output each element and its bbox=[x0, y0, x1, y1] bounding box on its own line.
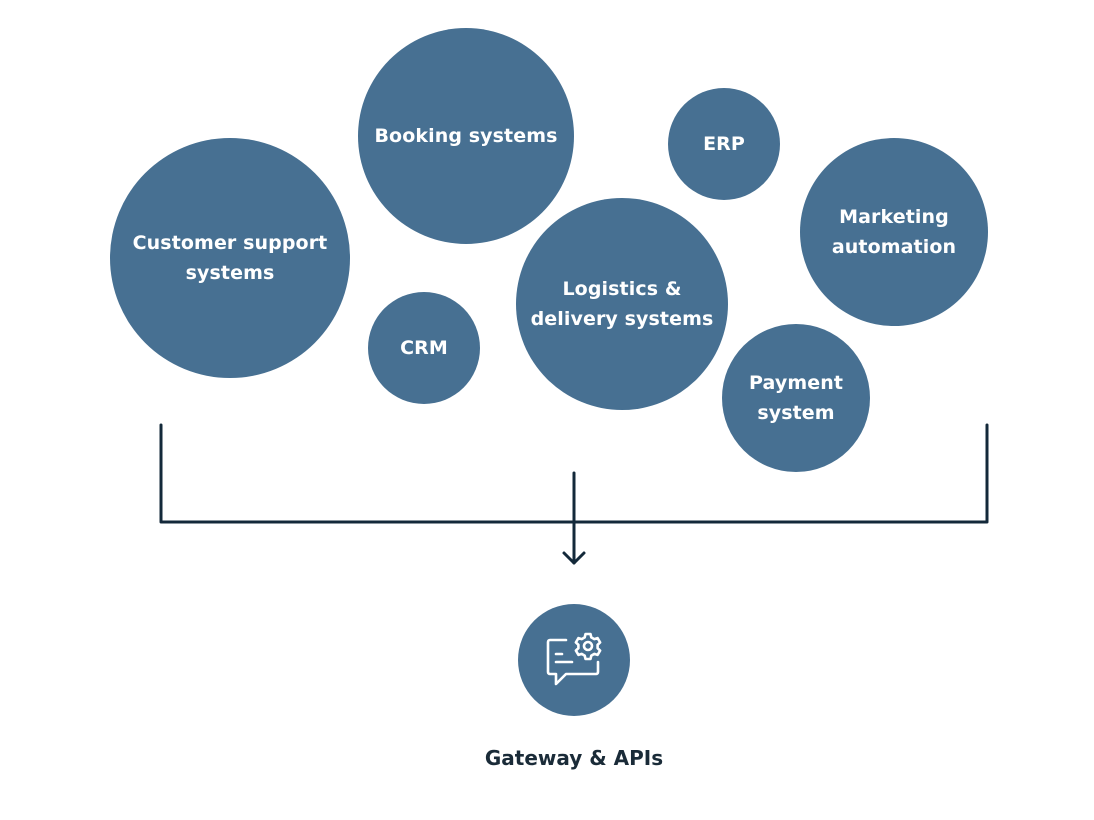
gateway-node bbox=[518, 604, 630, 716]
bubble-erp: ERP bbox=[668, 88, 780, 200]
bubble-crm: CRM bbox=[368, 292, 480, 404]
bubble-label: CRM bbox=[400, 337, 448, 359]
bubble-label: ERP bbox=[703, 133, 745, 155]
arrow-head bbox=[562, 551, 586, 565]
chat-gear-icon bbox=[546, 632, 602, 686]
bubble-logistics: Logistics &delivery systems bbox=[516, 198, 728, 410]
bubble-label: Booking systems bbox=[374, 125, 558, 147]
gateway-label: Gateway & APIs bbox=[484, 746, 664, 770]
bubble-label: Logistics &delivery systems bbox=[530, 278, 714, 330]
bubble-booking: Booking systems bbox=[358, 28, 574, 244]
